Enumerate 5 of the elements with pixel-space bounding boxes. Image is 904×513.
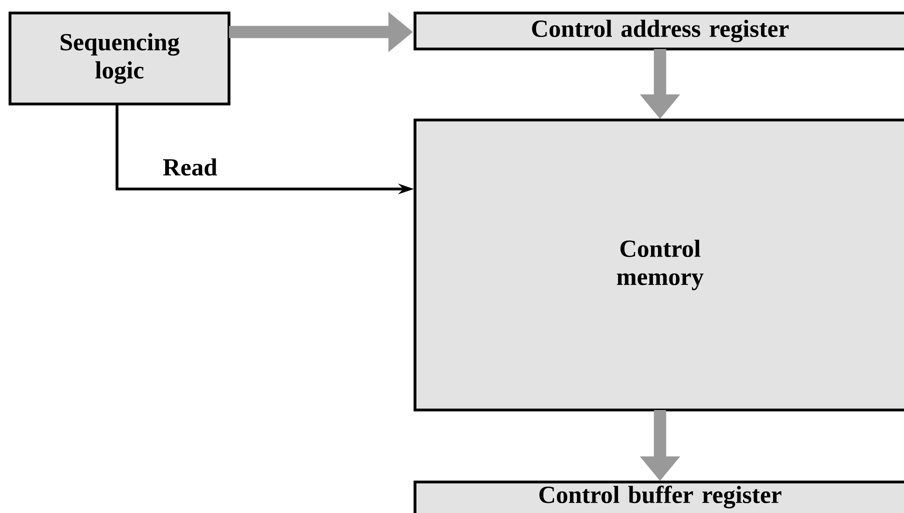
edge-label: Read <box>160 156 220 178</box>
block-box: Control memory <box>414 118 904 412</box>
block-box: Control address register <box>414 12 904 50</box>
block-box: Control buffer register <box>414 480 904 513</box>
block-box: Sequencing logic <box>8 12 230 106</box>
